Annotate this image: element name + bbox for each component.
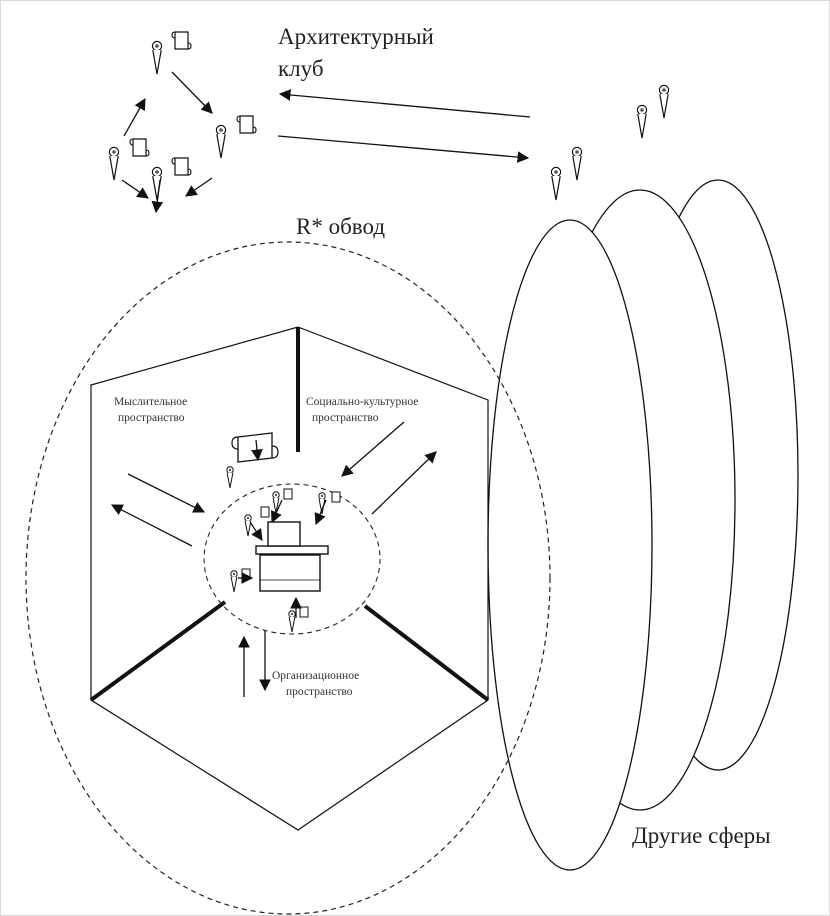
- inner-arrows: [238, 499, 327, 618]
- arrow-mental-out: [110, 504, 193, 547]
- arrow-mental-in: [127, 473, 206, 513]
- arrow-social-in: [341, 421, 405, 477]
- club-sphere-arrows: [277, 89, 531, 163]
- club-title-line1: Архитектурный: [278, 24, 434, 49]
- arrow-social-out: [371, 451, 437, 515]
- document-icon: [283, 488, 293, 500]
- person-icon: [230, 570, 238, 593]
- document-icon: [129, 138, 150, 157]
- club-title-line2: клуб: [278, 56, 324, 81]
- sphere-people-group: [550, 84, 670, 201]
- document-icon: [171, 157, 192, 176]
- divider-right: [363, 604, 490, 702]
- hexagon-outline: [90, 326, 489, 831]
- mental-space-label-2: пространство: [118, 412, 185, 424]
- person-icon: [108, 146, 120, 181]
- inner-dashed-circle: [203, 483, 381, 635]
- person-icon: [151, 166, 163, 201]
- person-icon: [636, 104, 648, 139]
- other-spheres-group: [487, 179, 799, 871]
- person-icon: [215, 124, 227, 159]
- document-icon: [260, 506, 270, 518]
- bypass-outer-dashed-circle: [25, 241, 551, 915]
- social-space-label-2: пространство: [312, 412, 379, 424]
- document-icon: [231, 432, 279, 463]
- other-spheres-label: Другие сферы: [632, 823, 771, 848]
- space-arrows: [110, 421, 437, 697]
- person-icon: [571, 146, 583, 181]
- person-icon: [151, 40, 163, 75]
- person-icon: [550, 166, 562, 201]
- mental-space-label-1: Мыслительное: [114, 396, 187, 408]
- person-icon: [658, 84, 670, 119]
- person-icon: [244, 514, 252, 537]
- club-arrows: [121, 71, 213, 214]
- workstation-icon: [255, 521, 329, 592]
- org-space-label-1: Организационное: [272, 670, 359, 682]
- bypass-label: R* обвод: [296, 214, 385, 239]
- arrow-to-club: [278, 89, 531, 118]
- club-people-group: [108, 31, 257, 201]
- document-icon: [236, 115, 257, 134]
- arrow-to-spheres: [277, 135, 530, 163]
- sphere-front: [487, 219, 653, 871]
- social-space-label-1: Социально-культурное: [306, 396, 418, 408]
- hexagon-spaces: [89, 326, 490, 831]
- document-icon: [331, 491, 341, 503]
- document-icon: [299, 606, 309, 618]
- divider-left: [89, 600, 227, 702]
- document-icon: [171, 31, 192, 50]
- person-icon: [288, 610, 296, 633]
- org-space-label-2: пространство: [286, 686, 353, 698]
- person-icon: [226, 466, 234, 489]
